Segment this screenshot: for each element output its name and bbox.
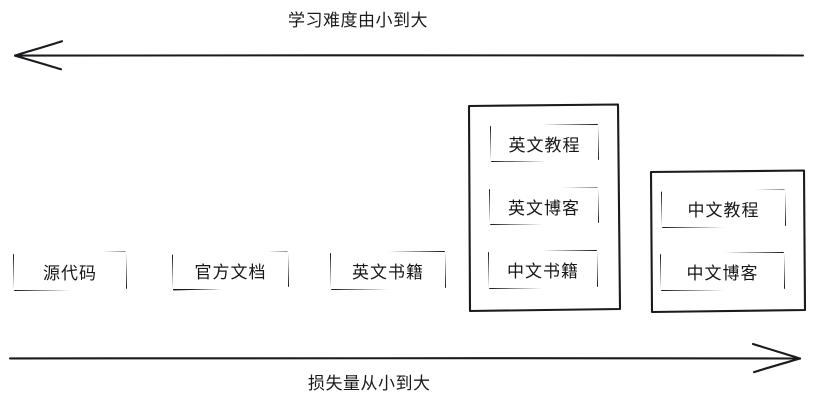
node-source-code[interactable]: 源代码 [14, 252, 126, 290]
learning-difficulty-axis-arrow [13, 40, 805, 71]
learning-difficulty-axis-label: 学习难度由小到大 [288, 11, 428, 30]
node-english-tutorial[interactable]: 英文教程 [491, 125, 598, 161]
node-official-docs[interactable]: 官方文档 [173, 252, 288, 289]
node-chinese-tutorial[interactable]: 中文教程 [662, 190, 785, 227]
node-english-books[interactable]: 英文书籍 [331, 252, 445, 289]
node-chinese-books[interactable]: 中文书籍 [489, 251, 597, 288]
node-english-blog[interactable]: 英文博客 [490, 188, 598, 224]
node-chinese-blog[interactable]: 中文博客 [661, 253, 784, 290]
information-loss-axis-label: 损失量从小到大 [308, 374, 431, 393]
information-loss-axis-arrow [8, 342, 802, 374]
